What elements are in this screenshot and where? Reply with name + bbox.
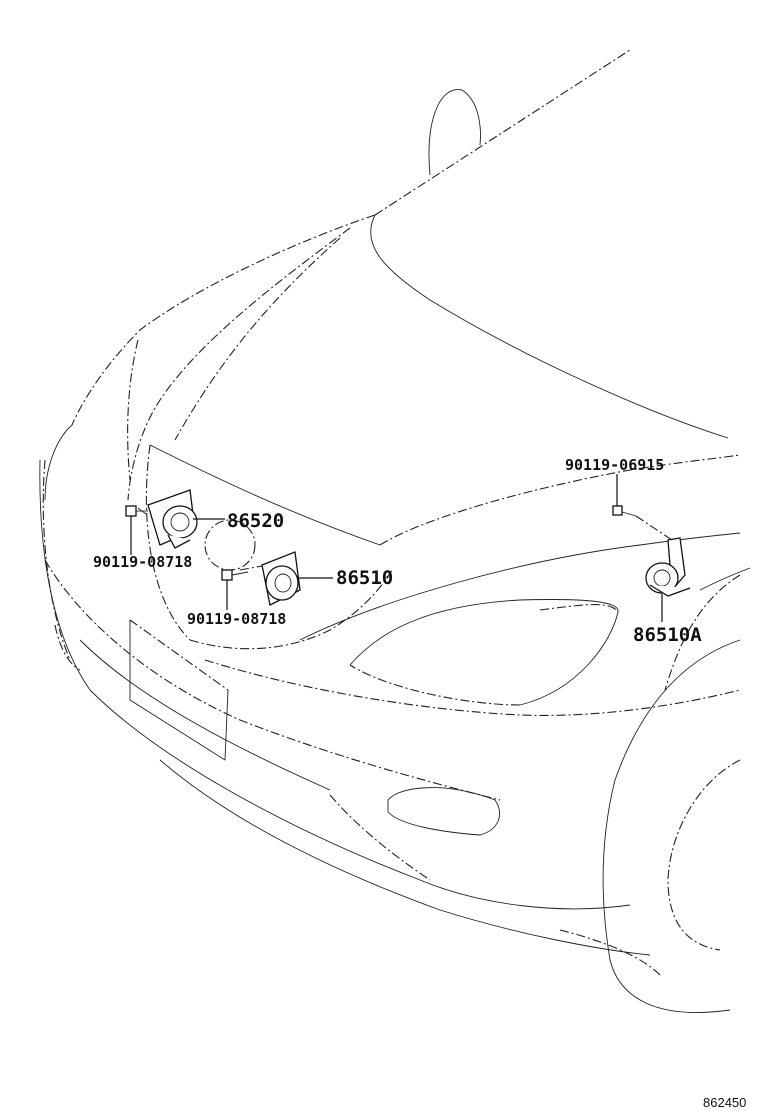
callout-86520: 86520 (227, 510, 284, 532)
callout-bolt-left-lower: 90119-08718 (187, 610, 286, 628)
bolt-right-part (612, 505, 637, 517)
bolt-right-phantom (635, 515, 673, 541)
bolt-left-lower-part (221, 569, 249, 581)
callout-86510: 86510 (336, 567, 393, 589)
mount-phantom-circle (204, 519, 256, 571)
car-body-outline (39, 49, 751, 1013)
bolt-left-lower-phantom (239, 565, 263, 571)
callout-86510a: 86510A (633, 624, 702, 646)
callout-bolt-left-upper: 90119-08718 (93, 553, 192, 571)
horn-86510-part (261, 551, 301, 606)
diagram-id: 862450 (703, 1095, 746, 1110)
horn-86520-part (147, 489, 198, 549)
bolt-left-upper-part (125, 505, 148, 517)
callout-bolt-right: 90119-06915 (565, 456, 664, 474)
horn-86510a-part (645, 537, 691, 597)
